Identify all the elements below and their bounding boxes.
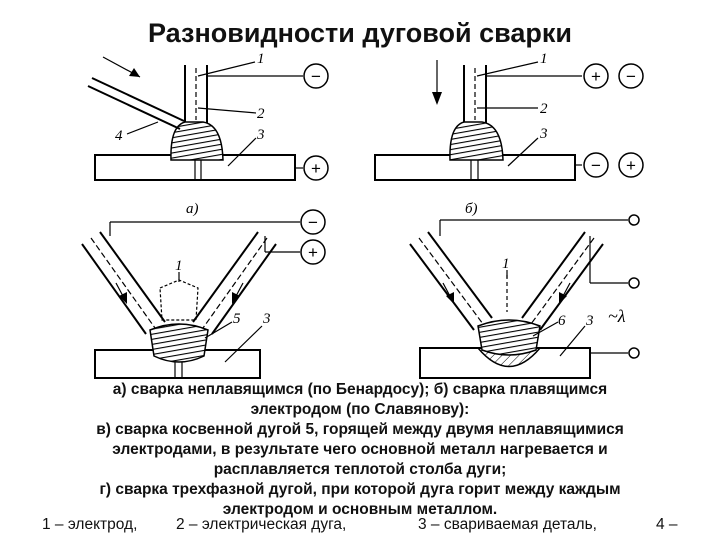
callout-a-1: 1 (257, 51, 265, 67)
sign-b-electrode-2: − (626, 67, 636, 86)
sign-a-electrode: − (311, 67, 321, 86)
sign-b-work-1: − (591, 156, 601, 175)
callout-a-3: 3 (256, 127, 265, 143)
callout-b-1: 1 (540, 51, 548, 67)
terminal-v-1 (300, 209, 326, 235)
terminal-v-2 (300, 239, 326, 265)
callout-b-2: 2 (540, 101, 548, 117)
electrode-g-left (409, 231, 493, 331)
legend-item-arc: 2 – электрическая дуга, (176, 516, 347, 533)
terminal-b-electrode-2 (618, 63, 644, 89)
terminal-g-1 (628, 214, 640, 226)
supply-label-g: ~λ (608, 306, 626, 326)
terminal-g-2 (628, 277, 640, 289)
callout-v-5: 5 (233, 311, 241, 327)
callout-g-3: 3 (585, 313, 594, 329)
legend-item-4: 4 – (656, 516, 678, 533)
terminal-a-electrode (303, 63, 329, 89)
arc-b (449, 121, 504, 161)
diagram-b: + − − + 1 2 3 б) (374, 51, 644, 217)
callout-g-6: 6 (558, 313, 566, 329)
caption-line: расплавляется теплотой столба дуги; (213, 461, 507, 478)
caption-line: электродом и основным металлом. (222, 501, 498, 518)
diagram-v: − + 1 5 3 (81, 209, 326, 379)
callout-v-1: 1 (175, 258, 183, 274)
terminal-b-work-2 (618, 152, 644, 178)
caption-line: а) сварка неплавящимся (по Бенардосу); б… (112, 381, 608, 398)
figure-caption: а) сварка неплавящимся (по Бенардосу); б… (20, 380, 700, 520)
sign-a-work: + (311, 159, 321, 178)
diagram-g: ~λ 1 6 3 (409, 214, 640, 379)
electrode-v-right (192, 231, 277, 335)
electrode-g-right (521, 231, 604, 331)
panel-label-a: а) (186, 201, 199, 217)
caption-line: г) сварка трехфазной дугой, при которой … (99, 481, 621, 498)
callout-b-3: 3 (539, 126, 548, 142)
callout-v-3: 3 (262, 311, 271, 327)
callout-a-4: 4 (115, 128, 123, 144)
arc-v (159, 279, 199, 321)
terminal-b-electrode-1 (583, 63, 609, 89)
page-title: Разновидности дуговой сварки (148, 18, 572, 48)
electrode-a (184, 65, 208, 125)
legend-item-electrode: 1 – электрод, (42, 516, 138, 533)
legend-item-workpiece: 3 – свариваемая деталь, (418, 516, 597, 533)
terminal-b-work-1 (583, 152, 609, 178)
panel-label-b: б) (465, 201, 478, 217)
terminal-g-3 (628, 347, 640, 359)
caption-line: электродами, в результате чего основной … (112, 441, 608, 458)
callout-g-1: 1 (502, 256, 510, 272)
diagram-a: − + 1 2 3 4 а) (87, 51, 329, 217)
electrode-b (463, 65, 487, 125)
caption-line: электродом (по Славянову): (250, 401, 470, 418)
terminal-a-work (303, 155, 329, 181)
sign-b-work-2: + (626, 156, 636, 175)
callout-a-2: 2 (257, 106, 265, 122)
legend: 1 – электрод, 2 – электрическая дуга, 3 … (0, 515, 720, 540)
filler-rod-a (87, 77, 185, 130)
sign-b-electrode-1: + (591, 67, 601, 86)
electrode-v-left (81, 231, 166, 335)
caption-line: в) сварка косвенной дугой 5, горящей меж… (96, 421, 624, 438)
sign-v-2: + (308, 243, 318, 262)
sign-v-1: − (308, 213, 318, 232)
arc-g (477, 319, 541, 356)
